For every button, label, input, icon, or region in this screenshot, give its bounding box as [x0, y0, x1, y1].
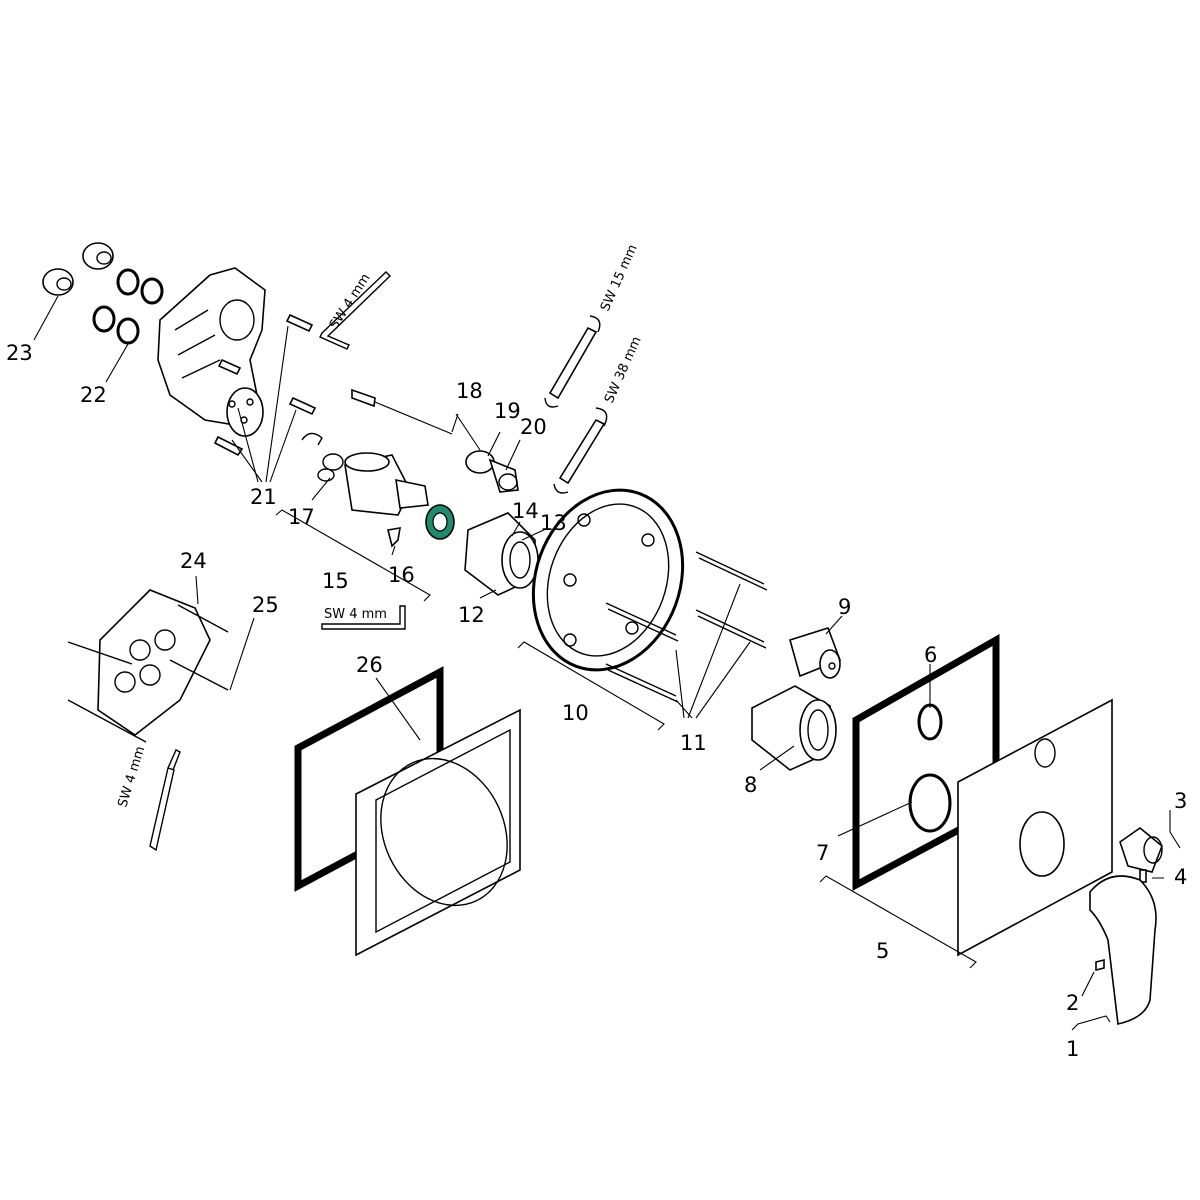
svg-text:SW 4 mm: SW 4 mm [327, 271, 374, 332]
svg-text:SW 4 mm: SW 4 mm [115, 745, 148, 810]
part-20-nut [488, 458, 519, 493]
label-11: 11 [680, 731, 707, 755]
part-6-o-ring [917, 703, 943, 741]
part-16-screw [387, 527, 401, 548]
part-23-fittings [42, 242, 114, 296]
part-7-o-ring [908, 773, 952, 833]
label-25: 25 [252, 593, 279, 617]
label-22: 22 [80, 383, 107, 407]
svg-text:SW 4 mm: SW 4 mm [324, 607, 387, 622]
svg-text:SW 38 mm: SW 38 mm [602, 334, 645, 405]
hex-key-top: SW 4 mm [319, 271, 391, 350]
part-26-frame [355, 708, 521, 957]
label-15: 15 [322, 569, 349, 593]
part-24-bracket [97, 589, 211, 736]
label-14: 14 [512, 499, 539, 523]
part-10-ring [531, 488, 685, 672]
label-23: 23 [6, 341, 33, 365]
part-18-spindle [351, 388, 453, 435]
label-8: 8 [744, 773, 757, 797]
label-5: 5 [876, 939, 889, 963]
leader-lines [33, 295, 1181, 1031]
part-1-handle [1089, 875, 1157, 1025]
label-18: 18 [456, 379, 483, 403]
part-12-bushing [464, 512, 539, 596]
label-17: 17 [288, 505, 315, 529]
wrench-15: SW 15 mm [544, 242, 641, 408]
part-11-long-screws [605, 551, 768, 703]
label-16: 16 [388, 563, 415, 587]
part-4-grub-screw [1139, 869, 1147, 883]
part-2-screw [1095, 958, 1105, 972]
part-21-screws [213, 313, 323, 457]
label-2: 2 [1066, 991, 1079, 1015]
part-25-screws [67, 604, 229, 743]
svg-text:SW 15 mm: SW 15 mm [598, 242, 641, 313]
label-26: 26 [356, 653, 383, 677]
label-1: 1 [1066, 1037, 1079, 1061]
label-4: 4 [1174, 865, 1187, 889]
label-21: 21 [250, 485, 277, 509]
part-17-clip [317, 453, 344, 482]
label-7: 7 [816, 841, 829, 865]
hex-key-left: SW 4 mm [115, 745, 181, 852]
part-15-cartridge [344, 452, 429, 516]
hex-key-mid: SW 4 mm [321, 605, 406, 630]
wrench-38: SW 38 mm [553, 334, 645, 494]
label-19: 19 [494, 399, 521, 423]
part-5-cover-plate [957, 698, 1113, 957]
part-9-cylinder [789, 627, 842, 679]
part-3-knob [1119, 826, 1163, 873]
part-22-o-rings [92, 268, 164, 345]
label-12: 12 [458, 603, 485, 627]
part-labels: 1 2 3 4 5 6 7 8 9 10 11 12 13 14 15 16 1… [6, 341, 1187, 1061]
label-3: 3 [1174, 789, 1187, 813]
label-13: 13 [540, 511, 567, 535]
part-8-cylinder [751, 685, 837, 771]
part-14-sleeve [425, 504, 455, 540]
valve-body [157, 267, 266, 437]
label-9: 9 [838, 595, 851, 619]
label-20: 20 [520, 415, 547, 439]
label-10: 10 [562, 701, 589, 725]
label-24: 24 [180, 549, 207, 573]
label-6: 6 [924, 643, 937, 667]
